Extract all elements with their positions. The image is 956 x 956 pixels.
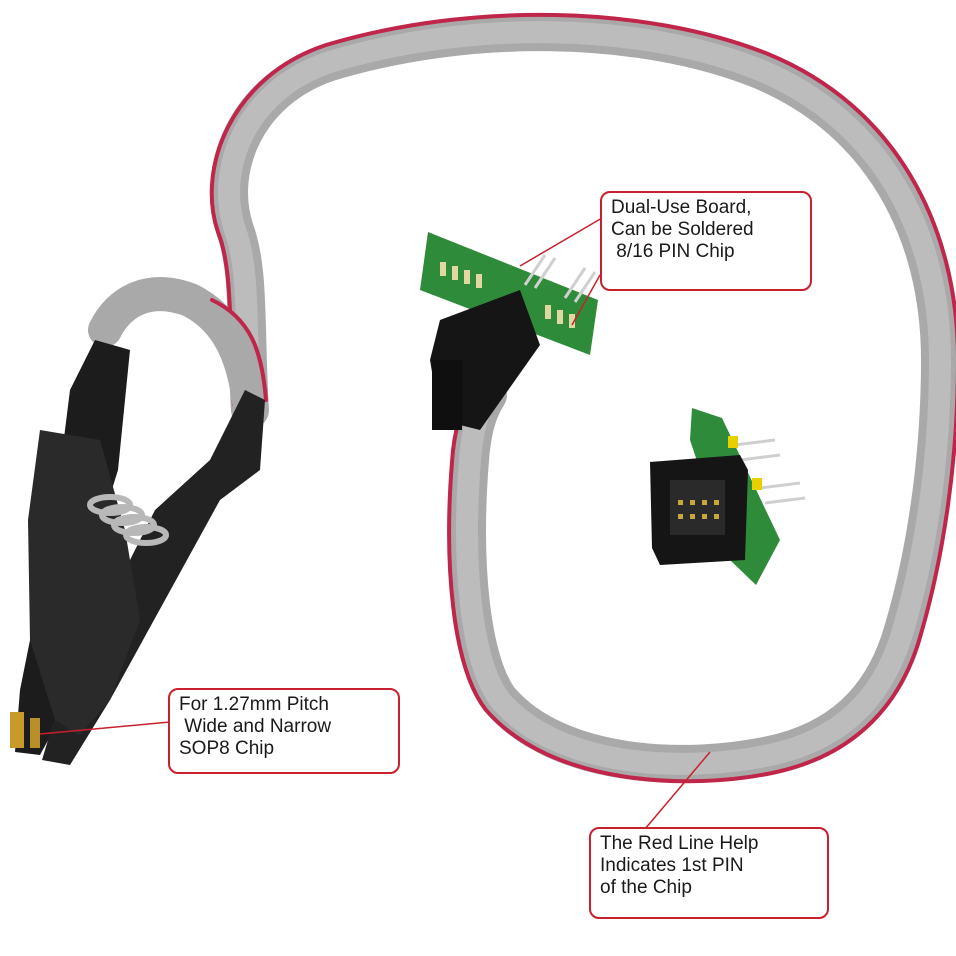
ribbon-cable-to-clip-red (210, 298, 268, 402)
leader-redline (644, 751, 711, 830)
callout-clip-line-1: For 1.27mm Pitch (179, 694, 329, 715)
idc-connector-latch (432, 360, 462, 430)
clip-gold-contacts-2 (30, 718, 40, 748)
leader-clip (39, 721, 171, 735)
ribbon-cable-to-clip (88, 277, 267, 427)
leader-board-1 (519, 217, 603, 267)
red-line-stripe (209, 12, 956, 784)
callout-redline-line-1: The Red Line Help (600, 833, 759, 854)
box-header-opening (670, 480, 725, 535)
callout-leaders (39, 217, 711, 830)
callout-clip-line-3: SOP8 Chip (179, 738, 275, 759)
sop8-test-clip (10, 340, 265, 765)
clip-gold-contacts (10, 712, 24, 748)
pcb-board-top (420, 232, 598, 355)
callout-dual-use-board: Dual-Use Board, Can be Soldered 8/16 PIN… (600, 191, 812, 291)
callout-red-line: The Red Line Help Indicates 1st PIN of t… (589, 827, 829, 919)
callout-clip-line-2: Wide and Narrow (179, 716, 332, 737)
header-pins-right (734, 438, 806, 505)
ribbon-cable-body (210, 13, 956, 783)
box-header-pins (678, 500, 719, 519)
callout-board-line-3: 8/16 PIN Chip (611, 241, 735, 262)
pcb-pads-top (440, 262, 575, 328)
callout-redline-line-3: of the Chip (600, 877, 692, 898)
callout-redline-line-2: Indicates 1st PIN (600, 855, 744, 876)
callout-board-line-1: Dual-Use Board, (611, 197, 752, 218)
ribbon-cable-shading (218, 21, 951, 775)
ribbon-cable (88, 12, 956, 784)
header-pins-top (523, 254, 597, 303)
adapter-board-right (650, 408, 806, 585)
header-pin-gold-2 (752, 478, 762, 490)
callout-board-line-2: Can be Soldered (611, 219, 754, 240)
callout-sop8-clip: For 1.27mm Pitch Wide and Narrow SOP8 Ch… (168, 688, 400, 774)
header-pin-gold-1 (728, 436, 738, 448)
adapter-board-top (420, 232, 598, 430)
clip-spring (87, 494, 169, 546)
leader-board-2 (571, 274, 601, 326)
